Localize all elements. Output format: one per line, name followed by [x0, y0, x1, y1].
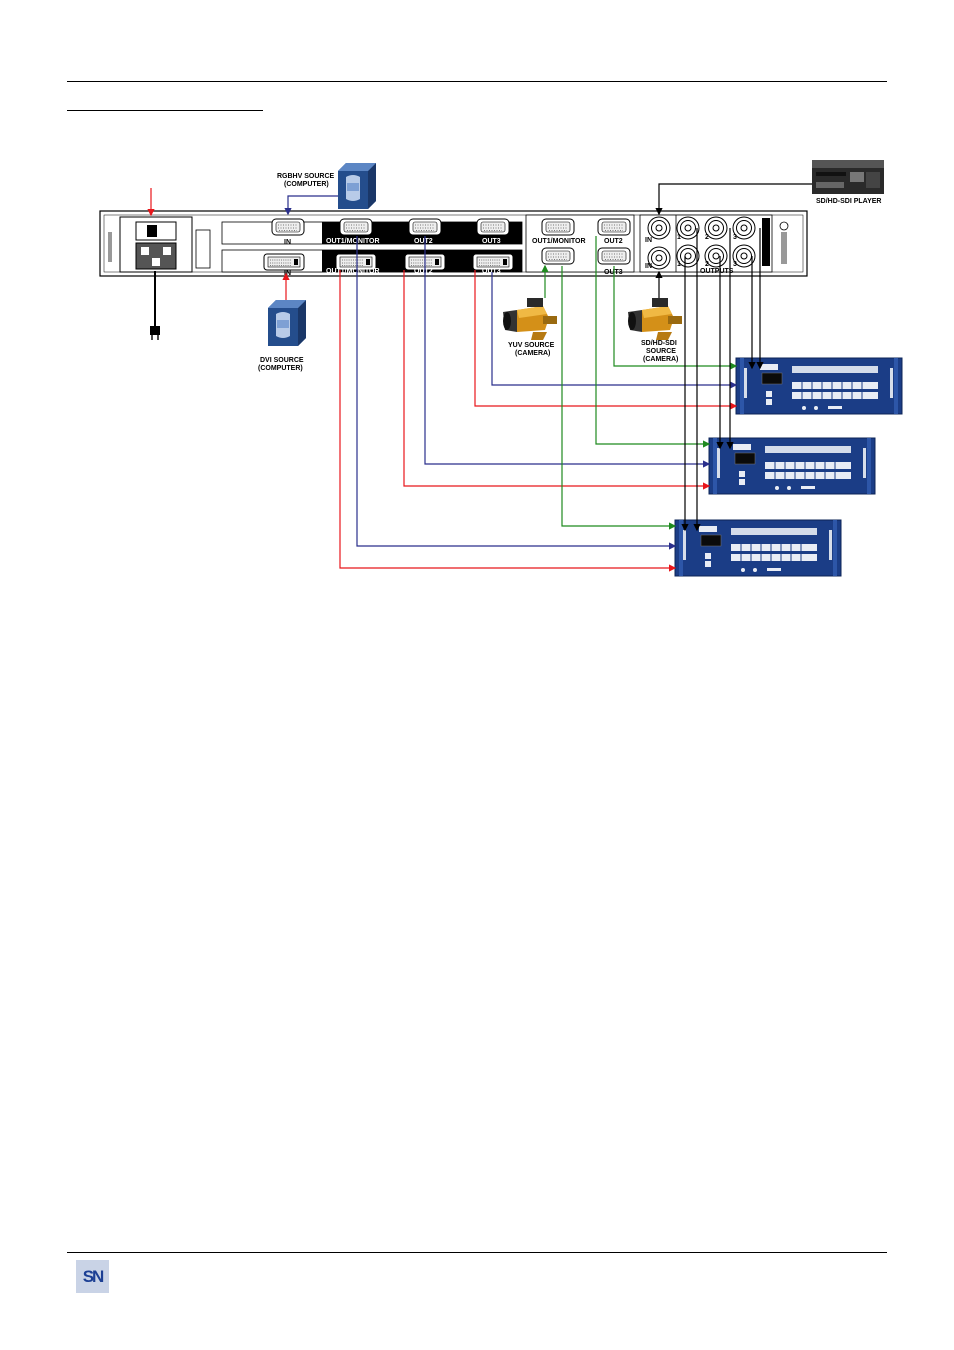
- label-yuv-out2: OUT2: [604, 238, 623, 245]
- label-sdi-1-top: 1: [677, 234, 681, 241]
- company-logo: SN: [76, 1260, 109, 1293]
- section-underline: [67, 110, 263, 111]
- power-plug-icon: [150, 271, 160, 340]
- label-sdi-3-bottom: 3: [733, 261, 737, 268]
- player-cable: [655, 183, 812, 216]
- rgbhv-source-sublabel: (COMPUTER): [284, 181, 329, 188]
- footer-rule: [67, 1252, 887, 1253]
- label-yuv-out3: OUT3: [604, 269, 623, 276]
- vcr-player-icon: [812, 160, 884, 194]
- yuv-out2-connector: [597, 218, 631, 236]
- cable-vga-out1-dev3: [356, 236, 677, 550]
- vga-out3-connector: [476, 218, 510, 236]
- vga-out1-connector: [339, 218, 373, 236]
- label-yuv-out1: OUT1/MONITOR: [532, 238, 586, 245]
- label-sdi-3-top: 3: [733, 234, 737, 241]
- cable-dvi-out3-dev1: [474, 270, 738, 410]
- label-in-top: IN: [284, 239, 291, 246]
- rgbhv-source-label: RGBHV SOURCE: [277, 173, 335, 180]
- label-out2-bottom: OUT2: [414, 268, 433, 275]
- computer-tower-icon: [338, 163, 376, 209]
- switcher-device-icon: [674, 519, 842, 577]
- cable-dvi-out2-dev2: [403, 270, 711, 490]
- label-out1-top: OUT1/MONITOR: [326, 238, 380, 245]
- label-out2-top: OUT2: [414, 238, 433, 245]
- switcher-device-icon: [735, 357, 903, 415]
- rgbhv-cable: [284, 195, 338, 216]
- rgbhv-in-connector: [271, 218, 305, 236]
- sdi-source-label: SD/HD-SDI: [641, 340, 677, 347]
- label-sdi-2-top: 2: [705, 234, 709, 241]
- cable-vga-out3-dev1: [491, 272, 738, 389]
- player-label: SD/HD-SDI PLAYER: [816, 198, 881, 205]
- label-out3-bottom: OUT3: [482, 268, 501, 275]
- label-sdi-in-top: IN: [645, 237, 652, 244]
- label-sdi-2-bottom: 2: [705, 261, 709, 268]
- yuv-out1-connector: [541, 218, 575, 236]
- label-out1-bottom: OUT1/MONITOR: [326, 268, 380, 275]
- connection-diagram: IN IN OUT1/MONITOR OUT2 OUT3 OUT1/MONITO…: [99, 160, 903, 577]
- yuv-source-sublabel: (CAMERA): [515, 350, 550, 357]
- switcher-device-icon: [708, 437, 876, 495]
- label-out3-top: OUT3: [482, 238, 501, 245]
- rear-panel: IN IN OUT1/MONITOR OUT2 OUT3 OUT1/MONITO…: [99, 210, 808, 277]
- label-in-bottom: IN: [284, 270, 291, 277]
- yuv-source-label: YUV SOURCE: [508, 342, 555, 349]
- sdi-source-sublabel-2: (CAMERA): [643, 356, 678, 363]
- computer-tower-icon: [268, 300, 306, 346]
- sdi-source-sublabel-1: SOURCE: [646, 348, 676, 355]
- logo-text: SN: [82, 1266, 105, 1286]
- dvi-in-connector: [263, 253, 305, 271]
- video-camera-icon: [503, 298, 557, 340]
- yuv-out3-connector: [597, 247, 631, 265]
- yuv-in-connector: [541, 247, 575, 265]
- dvi-source-sublabel: (COMPUTER): [258, 365, 303, 372]
- header-rule: [67, 81, 887, 82]
- vga-out2-connector: [408, 218, 442, 236]
- video-camera-icon: [628, 298, 682, 340]
- label-sdi-1-bottom: 1: [677, 261, 681, 268]
- label-outputs: OUTPUTS: [700, 268, 734, 275]
- cable-vga-out2-dev2: [424, 236, 711, 468]
- cable-dvi-out1-dev3: [339, 270, 677, 572]
- dvi-source-label: DVI SOURCE: [260, 357, 304, 364]
- cable-yuv-out1-dev3: [561, 266, 677, 530]
- label-sdi-in-bottom: IN: [645, 263, 652, 270]
- sdi-in-top-bnc: [647, 216, 671, 240]
- cable-yuv-out2-dev2: [595, 236, 711, 448]
- cable-yuv-out3-dev1: [613, 266, 738, 370]
